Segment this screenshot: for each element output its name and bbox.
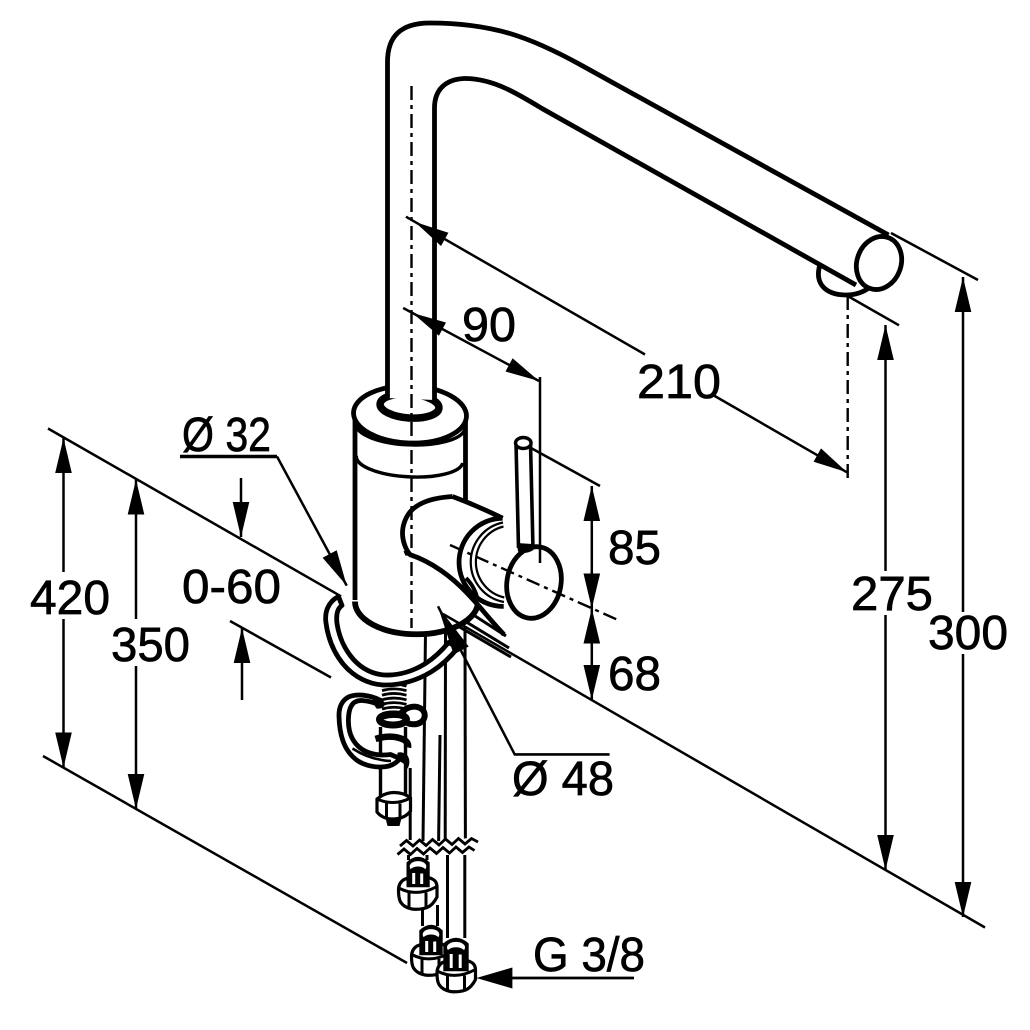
svg-text:300: 300 (928, 607, 1008, 660)
svg-text:Ø 48: Ø 48 (512, 753, 614, 806)
svg-text:68: 68 (608, 648, 661, 701)
svg-text:420: 420 (30, 572, 110, 625)
svg-text:G 3/8: G 3/8 (533, 929, 645, 982)
svg-text:0-60: 0-60 (182, 561, 281, 614)
svg-text:85: 85 (608, 522, 661, 575)
svg-text:275: 275 (851, 568, 933, 621)
svg-text:210: 210 (637, 356, 721, 409)
svg-text:Ø 32: Ø 32 (182, 409, 271, 462)
svg-text:350: 350 (111, 619, 190, 672)
